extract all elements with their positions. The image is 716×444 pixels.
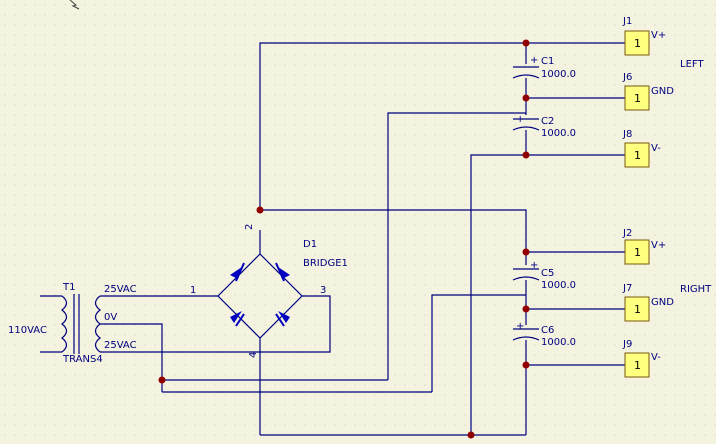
capacitor-c2[interactable]: + C2 1000.0: [512, 114, 576, 139]
transformer-part: TRANS4: [62, 354, 103, 365]
capacitor-value: 1000.0: [541, 69, 576, 80]
diode-icon: [230, 311, 245, 327]
transformer-primary-label: 110VAC: [8, 325, 47, 336]
connector-ref: J6: [622, 72, 632, 83]
capacitor-plus: +: [530, 55, 538, 66]
transformer-tap-center: 0V: [104, 312, 117, 323]
connector-ref: J9: [622, 339, 632, 350]
transformer-tap-top: 25VAC: [104, 284, 137, 295]
connector-ref: J1: [622, 16, 632, 27]
connector-signal: V-: [651, 143, 661, 154]
connector-signal: GND: [651, 86, 674, 97]
bridge-rectifier-d1[interactable]: D1 BRIDGE1 1 2 3 4: [190, 224, 348, 358]
bridge-ref: D1: [303, 239, 317, 250]
connector-ref: J8: [622, 129, 632, 140]
connector-pin: 1: [634, 37, 641, 50]
connector-j2[interactable]: J2 1 V+: [622, 228, 666, 265]
connector-j7[interactable]: J7 1 GND: [622, 283, 674, 322]
bridge-pin-4: 4: [248, 352, 259, 358]
capacitor-value: 1000.0: [541, 128, 576, 139]
connector-j8[interactable]: J8 1 V-: [622, 129, 661, 168]
connector-pin: 1: [634, 149, 641, 162]
transformer-t1[interactable]: T1 110VAC 25VAC 0V 25VAC TRANS4: [8, 282, 137, 365]
capacitor-ref: C6: [541, 325, 554, 336]
capacitor-plus: +: [516, 114, 524, 125]
junctions: [158, 39, 530, 439]
connector-j1[interactable]: J1 1 V+: [622, 16, 666, 56]
connector-pin: 1: [634, 359, 641, 372]
connector-pin: 1: [634, 246, 641, 259]
connector-pin: 1: [634, 92, 641, 105]
connector-pin: 1: [634, 303, 641, 316]
connector-ref: J7: [622, 283, 632, 294]
capacitor-plus: +: [516, 321, 524, 332]
capacitor-c5[interactable]: + C5 1000.0: [512, 260, 576, 291]
capacitor-c6[interactable]: + C6 1000.0: [512, 321, 576, 348]
diode-icon: [275, 262, 290, 282]
mouse-cursor-icon: [69, 0, 80, 10]
connector-signal: V+: [651, 240, 666, 251]
group-label-left: LEFT: [680, 59, 704, 70]
diode-icon: [230, 262, 245, 282]
capacitor-ref: C5: [541, 268, 554, 279]
capacitor-value: 1000.0: [541, 280, 576, 291]
capacitor-value: 1000.0: [541, 337, 576, 348]
transformer-tap-bottom: 25VAC: [104, 340, 137, 351]
bridge-pin-2: 2: [244, 224, 255, 230]
capacitor-plus: +: [530, 260, 538, 271]
connector-j6[interactable]: J6 1 GND: [622, 72, 674, 111]
capacitor-ref: C1: [541, 56, 554, 67]
connector-j9[interactable]: J9 1 V-: [622, 339, 661, 378]
transformer-ref: T1: [62, 282, 75, 293]
group-label-right: RIGHT: [680, 284, 712, 295]
connector-signal: V-: [651, 352, 661, 363]
connector-signal: V+: [651, 30, 666, 41]
connector-signal: GND: [651, 297, 674, 308]
diode-icon: [275, 311, 290, 327]
bridge-pin-1: 1: [190, 285, 196, 296]
bridge-pin-3: 3: [320, 285, 326, 296]
capacitor-c1[interactable]: + C1 1000.0: [512, 55, 576, 80]
wires: [40, 42, 625, 436]
capacitor-ref: C2: [541, 116, 554, 127]
connector-ref: J2: [622, 228, 632, 239]
bridge-part: BRIDGE1: [303, 258, 348, 269]
